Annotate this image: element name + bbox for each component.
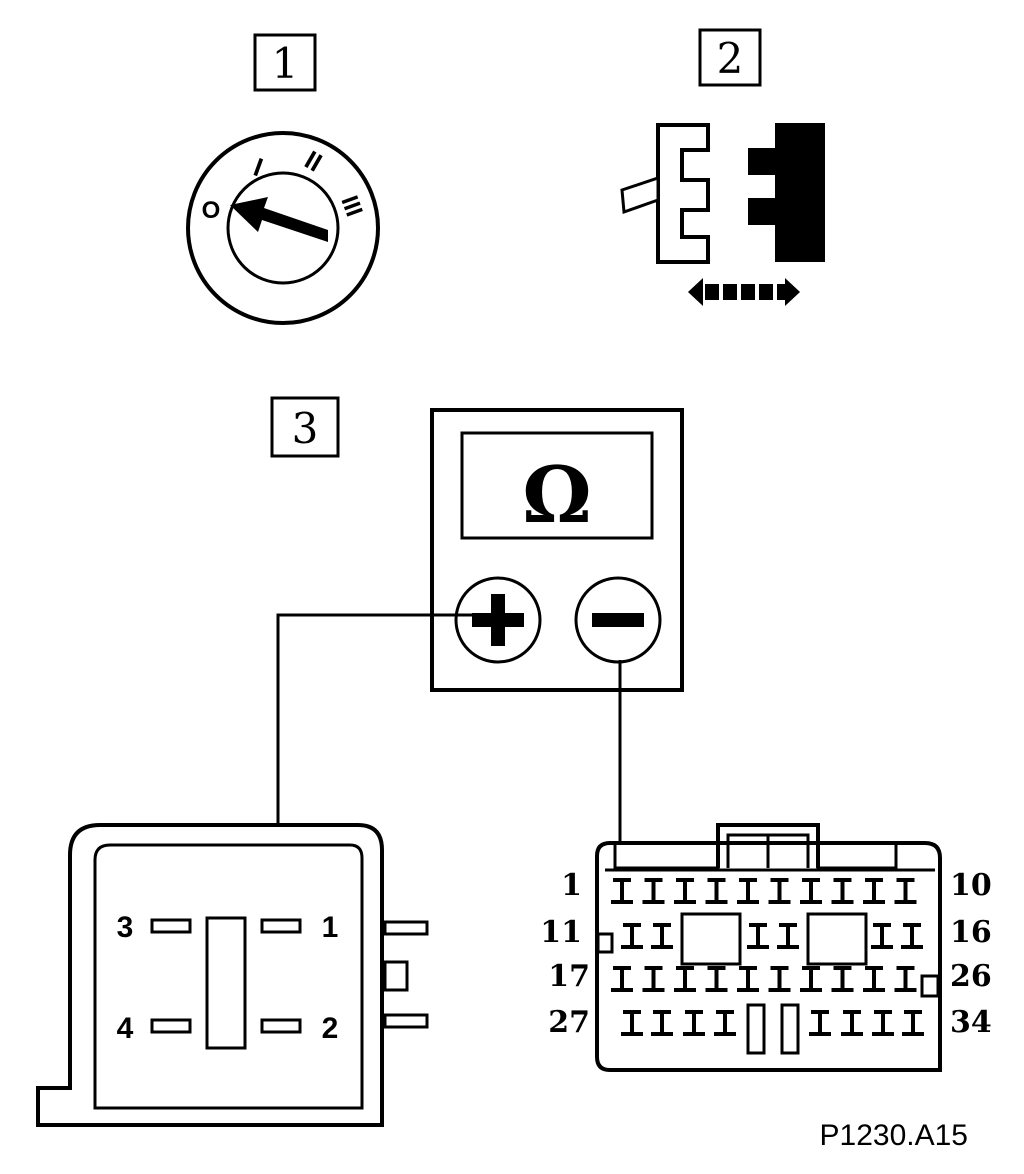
ecu-pin-row1 xyxy=(800,878,822,904)
figure-code: P1230.A15 xyxy=(820,1119,968,1152)
ecu-pin-row3 xyxy=(705,966,728,992)
step-2-box xyxy=(698,28,762,87)
ecu-pin-row1 xyxy=(831,878,854,904)
ecu-slot-2 xyxy=(780,1003,800,1055)
step-1-box xyxy=(253,33,317,92)
ecu-pin-row2 xyxy=(901,923,923,949)
ecu-latch-inner xyxy=(726,833,810,868)
relay-pin-1-label: 1 xyxy=(322,911,339,944)
ecu-pin-row1 xyxy=(894,878,917,904)
relay-terminal-4 xyxy=(150,1018,192,1034)
ecu-cavity-right xyxy=(806,912,868,966)
relay-pin-3-label: 3 xyxy=(117,911,134,944)
ecu-pin-row3 xyxy=(768,966,791,992)
ecu-pin-row2 xyxy=(777,923,799,949)
ecu-pin-row2 xyxy=(747,923,769,949)
ecu-pin-row1 xyxy=(737,878,759,904)
relay-center-bar xyxy=(205,916,247,1050)
ecu-pin-row3 xyxy=(831,966,854,992)
ecu-pin-row3 xyxy=(863,966,885,992)
ecu-pin-row4 xyxy=(683,1010,705,1036)
ecu-pin-row2 xyxy=(651,923,673,949)
ecu-pin-row1 xyxy=(674,878,696,904)
ecu-pin-row1 xyxy=(611,878,633,904)
ecu-pin-26-label: 26 xyxy=(950,959,992,994)
ecu-pin-row1 xyxy=(863,878,885,904)
ecu-pin-34-label: 34 xyxy=(950,1005,992,1040)
ecu-key-left xyxy=(596,932,614,954)
ecu-pin-row3 xyxy=(894,966,917,992)
ecu-connector: 1 10 11 16 17 26 27 34 xyxy=(540,823,992,1072)
step-2-group: 2 xyxy=(620,28,825,306)
ohmmeter-display xyxy=(460,431,654,540)
ignition-pos-0: O xyxy=(202,197,221,224)
ecu-pin-row3 xyxy=(800,966,822,992)
relay: 3 1 4 2 xyxy=(36,823,429,1127)
step-2-label: 2 xyxy=(717,34,744,83)
relay-terminal-2 xyxy=(260,1018,302,1034)
ecu-pin-row2 xyxy=(871,923,893,949)
ignition-switch-icon: O I II III xyxy=(186,131,380,325)
relay-tab-top xyxy=(383,920,429,936)
ecu-pin-row4 xyxy=(651,1010,673,1036)
ecu-pin-1-label: 1 xyxy=(561,868,582,903)
ecu-pin-17-label: 17 xyxy=(548,959,590,994)
ecu-pin-row2 xyxy=(621,923,643,949)
ecu-cavity-left xyxy=(680,912,742,966)
ecu-pin-row3 xyxy=(642,966,665,992)
ohm-symbol: Ω xyxy=(522,450,591,541)
ohmmeter: Ω + − xyxy=(430,408,684,692)
connector-disconnect-icon xyxy=(620,123,825,306)
ecu-pin-row3 xyxy=(737,966,759,992)
relay-tab-middle xyxy=(383,960,409,992)
ecu-pin-16-label: 16 xyxy=(950,915,992,950)
relay-tab-bottom xyxy=(383,1013,429,1029)
ecu-pin-rows xyxy=(611,878,924,1036)
ecu-pin-row1 xyxy=(768,878,791,904)
ecu-pin-row4 xyxy=(902,1010,924,1036)
ecu-pin-row3 xyxy=(611,966,633,992)
ecu-pin-row1 xyxy=(642,878,665,904)
ecu-pin-row4 xyxy=(872,1010,894,1036)
ecu-pin-row4 xyxy=(841,1010,863,1036)
relay-terminal-1 xyxy=(260,918,302,934)
relay-pin-2-label: 2 xyxy=(322,1012,339,1045)
ecu-pin-27-label: 27 xyxy=(548,1005,590,1040)
ecu-top-rail-right xyxy=(816,841,898,870)
ecu-pin-row1 xyxy=(705,878,728,904)
ecu-pin-row4 xyxy=(809,1010,831,1036)
step-1-group: 1 O I II III xyxy=(186,33,380,325)
step-1-label: 1 xyxy=(272,39,299,88)
step-3-box xyxy=(270,396,340,458)
ecu-pin-row3 xyxy=(674,966,696,992)
ecu-pin-row4 xyxy=(621,1010,643,1036)
relay-terminal-3 xyxy=(150,918,192,934)
step-3-label: 3 xyxy=(292,404,319,453)
step-3-group: 3 xyxy=(270,396,340,458)
ecu-pin-10-label: 10 xyxy=(950,868,992,903)
minus-sign-icon xyxy=(592,613,644,627)
ecu-pin-row4 xyxy=(714,1010,736,1036)
ecu-top-rail-left xyxy=(613,841,720,870)
ecu-slot-1 xyxy=(746,1003,766,1055)
ecu-pin-11-label: 11 xyxy=(540,915,582,950)
relay-pin-4-label: 4 xyxy=(117,1012,134,1045)
ecu-key-right xyxy=(920,974,940,998)
